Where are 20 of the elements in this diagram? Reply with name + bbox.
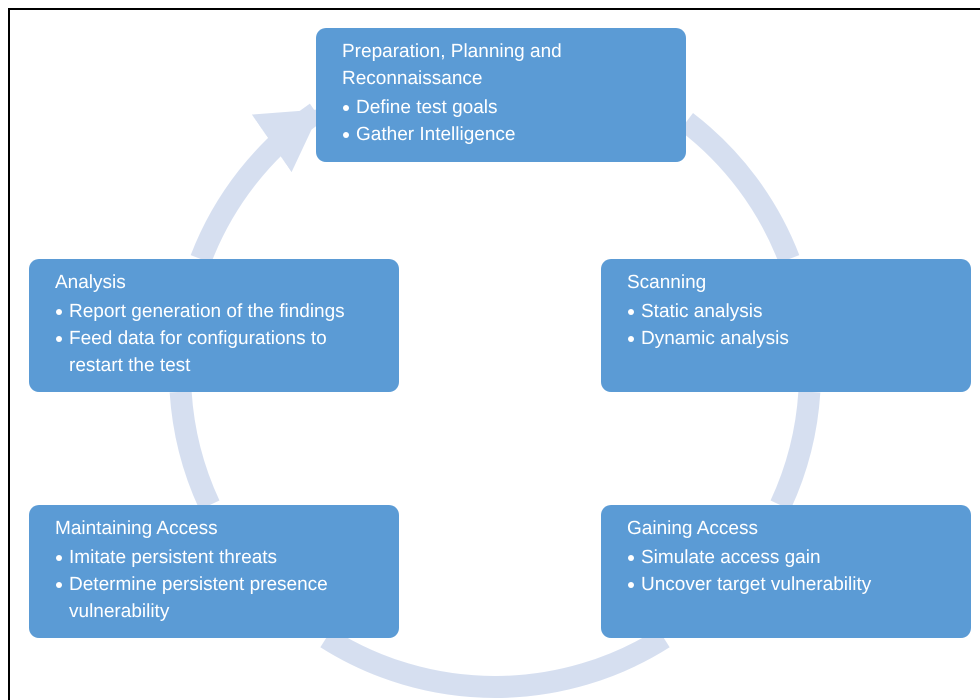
stage-heading: Analysis (55, 271, 127, 295)
stage-box (601, 259, 971, 392)
stage-heading: Preparation, Planning and Reconnaissance (342, 40, 563, 91)
stage-heading: Maintaining Access (55, 517, 219, 541)
bullet-text: Feed data for configurations to restart the test (69, 328, 327, 376)
stage-box (29, 505, 399, 638)
bullet-text: Uncover target vulnerability (641, 574, 872, 595)
bullet-text: Report generation of the findings (69, 301, 345, 322)
bullet-text: Static analysis (641, 301, 762, 322)
bullet-text: Define test goals (356, 97, 498, 118)
stage-box (601, 505, 971, 638)
stage-heading: Scanning (627, 271, 708, 295)
bullet-text: Imitate persistent threats (69, 547, 278, 568)
stage-box (316, 28, 686, 162)
stage-heading: Gaining Access (627, 517, 759, 541)
bullet-text: Dynamic analysis (641, 328, 789, 349)
bullet-text: Determine persistent presence vulnerability (69, 574, 328, 622)
bullet-text: Simulate access gain (641, 547, 821, 568)
bullet-text: Gather Intelligence (356, 124, 516, 145)
stage-box (29, 259, 399, 392)
